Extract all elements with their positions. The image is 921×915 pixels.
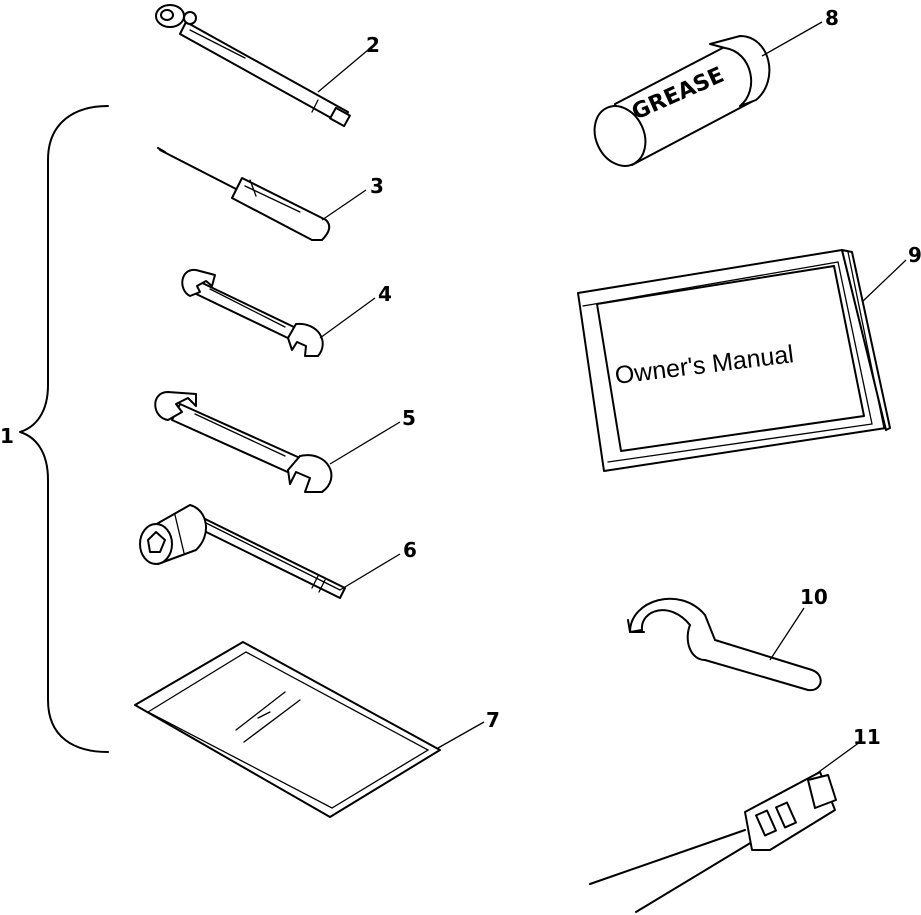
callout-10: 10: [800, 585, 828, 609]
grease-tube-icon: GREASE: [593, 35, 771, 167]
callout-3: 3: [370, 174, 384, 198]
callout-2: 2: [366, 33, 380, 57]
small-wrench-icon: [181, 268, 324, 357]
callout-1: 1: [0, 424, 14, 448]
callout-7: 7: [486, 708, 500, 732]
plug-socket-icon: [139, 504, 346, 599]
callout-9: 9: [908, 243, 921, 267]
gap-tool-icon: [589, 771, 837, 913]
spanner-wrench-icon: [627, 597, 822, 692]
large-wrench-icon: [154, 391, 333, 493]
screwdriver-icon: [157, 147, 331, 241]
tool-bag-icon: [134, 641, 441, 818]
callout-5: 5: [402, 406, 416, 430]
callout-6: 6: [403, 538, 417, 562]
callout-11: 11: [853, 725, 881, 749]
owners-manual-icon: Owner's Manual: [577, 249, 891, 472]
callout-4: 4: [378, 282, 392, 306]
callout-8: 8: [825, 6, 839, 30]
socket-driver-icon: [155, 4, 351, 128]
kit-bracket: [19, 105, 109, 753]
